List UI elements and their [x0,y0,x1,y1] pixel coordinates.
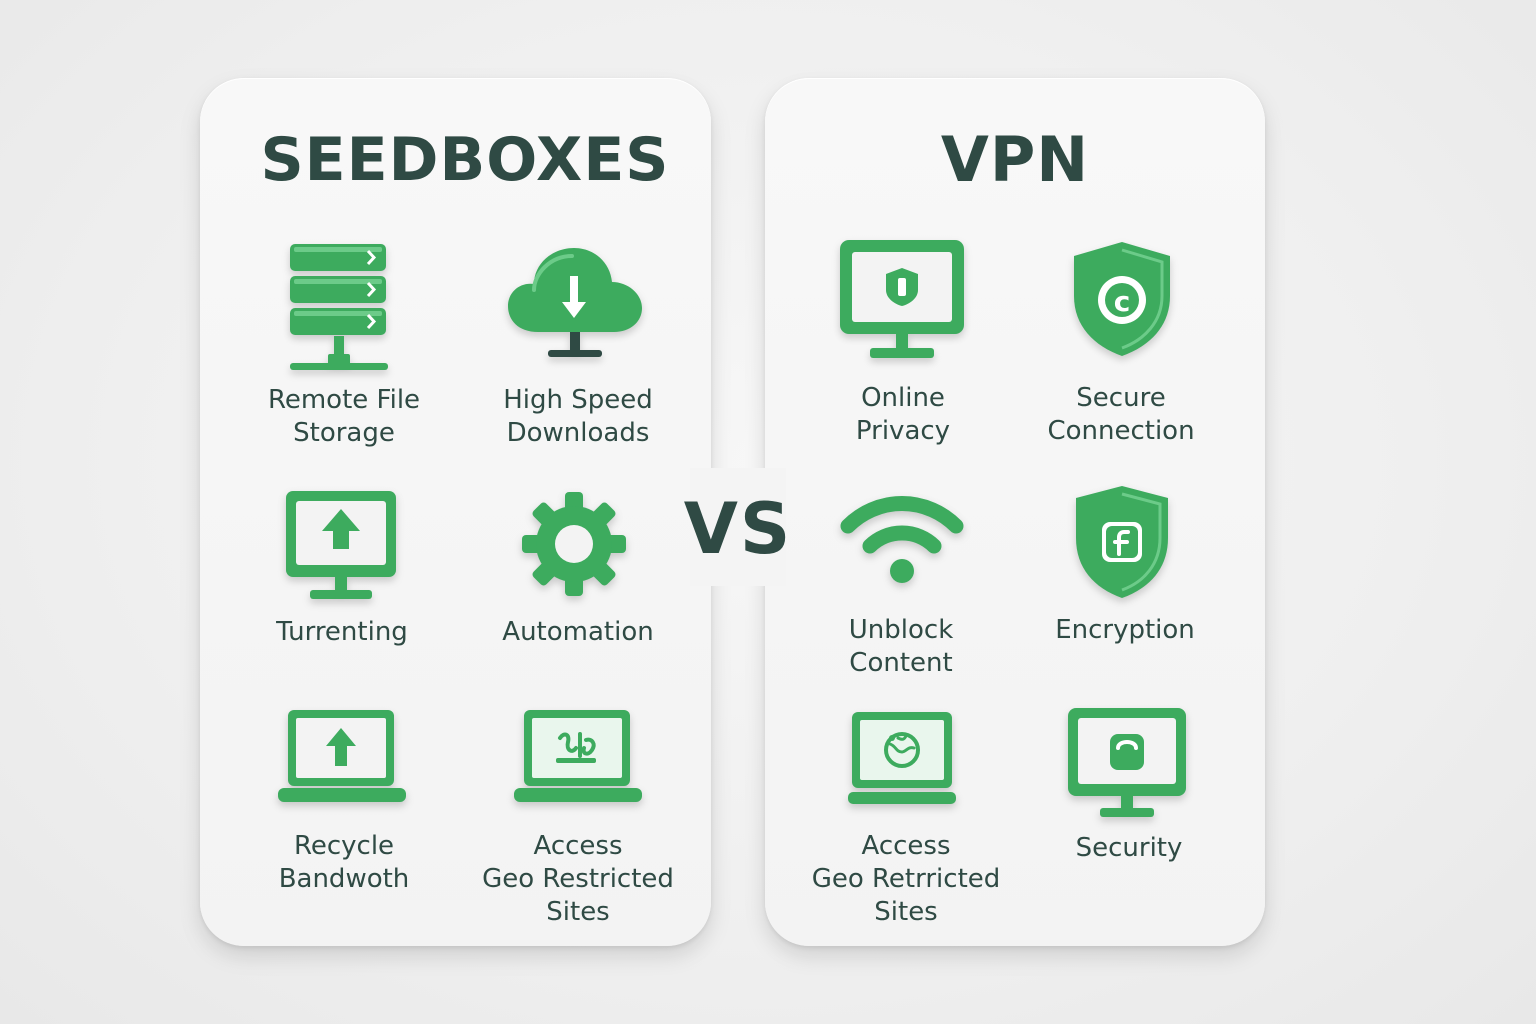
label-line: High Speed [503,385,653,415]
monitor-lock-icon [1068,708,1186,817]
label-line: Security [1075,833,1183,863]
label-line: Automation [502,617,654,647]
monitor-shield-icon [840,240,964,358]
label-remote-file-storage: Remote File Storage [244,384,444,450]
shield-c-icon: c [1074,242,1170,356]
svg-text:c: c [1114,285,1131,318]
cloud-download-icon [508,248,642,357]
label-line: Downloads [506,418,650,448]
laptop-glyph-icon [514,710,642,802]
label-line: Sites [546,897,610,927]
label-line: Privacy [855,416,951,446]
label-line: Recycle [293,831,395,861]
label-line: Storage [293,418,395,448]
label-encryption: Encryption [1024,614,1226,647]
label-access-geo-retrricted-sites: Access Geo Retrricted Sites [790,830,1022,929]
monitor-upload-icon [286,491,396,599]
label-line: Sites [874,897,938,927]
label-access-geo-restricted-sites: Access Geo Restricted Sites [468,830,688,929]
wifi-icon [840,496,964,583]
label-line: Geo Restricted [482,864,674,894]
label-automation: Automation [478,616,678,649]
shield-f-icon [1076,486,1168,598]
laptop-upload-icon [278,710,406,802]
label-security: Security [1034,832,1224,865]
label-line: Access [861,831,951,861]
seedboxes-title: SEEDBOXES [260,125,670,195]
label-high-speed-downloads: High Speed Downloads [476,384,680,450]
label-line: Geo Retrricted [811,864,1001,894]
vs-label: VS [683,488,793,570]
label-line: Content [849,648,953,678]
label-line: Bandwoth [278,864,410,894]
panel-connector [690,468,786,586]
label-turrenting: Turrenting [244,616,440,649]
vpn-title: VPN [940,123,1090,196]
label-line: Encryption [1055,615,1195,645]
label-line: Remote File [267,385,421,415]
server-rack-icon [290,244,388,370]
vpn-panel [765,78,1265,946]
label-line: Connection [1047,416,1195,446]
label-unblock-content: Unblock Content [806,614,996,680]
label-secure-connection: Secure Connection [1016,382,1226,448]
label-recycle-bandwoth: Recycle Bandwoth [244,830,444,896]
label-line: Online [861,383,945,413]
gear-icon [522,492,626,596]
label-line: Secure [1076,383,1166,413]
label-line: Turrenting [276,617,408,647]
label-online-privacy: Online Privacy [808,382,998,448]
seedboxes-panel [200,78,711,946]
label-line: Unblock [848,615,954,645]
laptop-globe-icon [848,712,956,804]
label-line: Access [533,831,623,861]
